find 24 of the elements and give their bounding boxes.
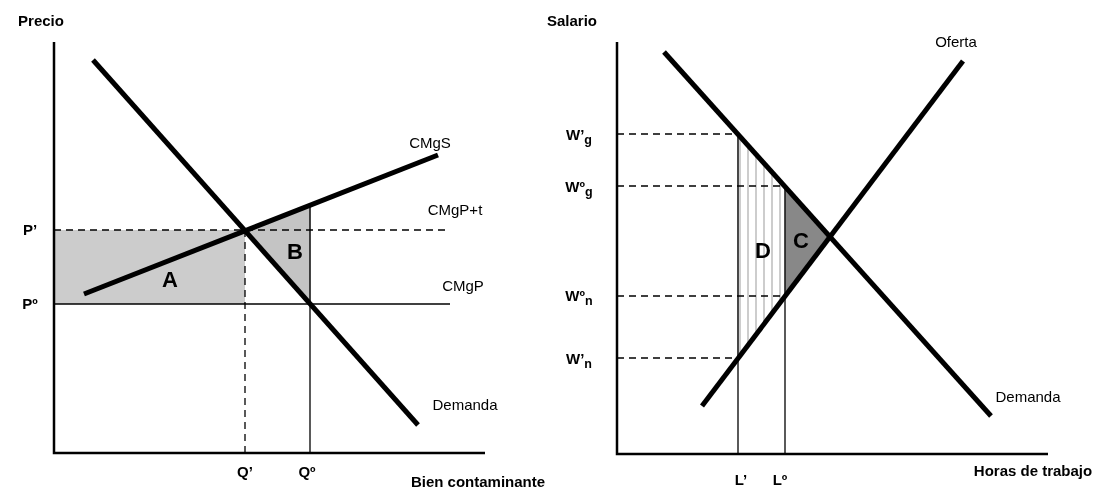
axis-tick-label: Wº$_{n}$ bbox=[565, 287, 593, 309]
axis-title: Bien contaminante bbox=[410, 473, 546, 491]
area-label: A bbox=[162, 267, 178, 293]
axis-title: Salario bbox=[547, 12, 597, 30]
area-label: C bbox=[793, 228, 809, 254]
axis-tick-label: Q’ bbox=[237, 463, 253, 481]
axis-title: Horas de trabajo bbox=[973, 462, 1093, 480]
curve-label: Oferta bbox=[935, 33, 977, 51]
curve-label: Demanda bbox=[995, 388, 1061, 406]
axis-title: Precio bbox=[18, 12, 64, 30]
area-label: D bbox=[755, 238, 771, 264]
area-label: B bbox=[287, 239, 303, 265]
curve-label: CMgS bbox=[409, 134, 451, 152]
curve-label: CMgP bbox=[442, 277, 484, 295]
axis-tick-label: Pº bbox=[22, 295, 38, 313]
axis-tick-label: Lº bbox=[772, 471, 788, 489]
axis-tick-label: L’ bbox=[734, 471, 748, 489]
curve-label: CMgP+t bbox=[427, 201, 483, 219]
axis-tick-label: Qº bbox=[298, 463, 316, 481]
axis-tick-label: W’$_{n}$ bbox=[566, 350, 592, 372]
axis-tick-label: Wº$_{g}$ bbox=[565, 178, 593, 200]
curve-label: Demanda bbox=[432, 396, 498, 414]
axis-tick-label: P’ bbox=[22, 221, 38, 239]
axis-tick-label: W’$_{g}$ bbox=[566, 126, 592, 148]
